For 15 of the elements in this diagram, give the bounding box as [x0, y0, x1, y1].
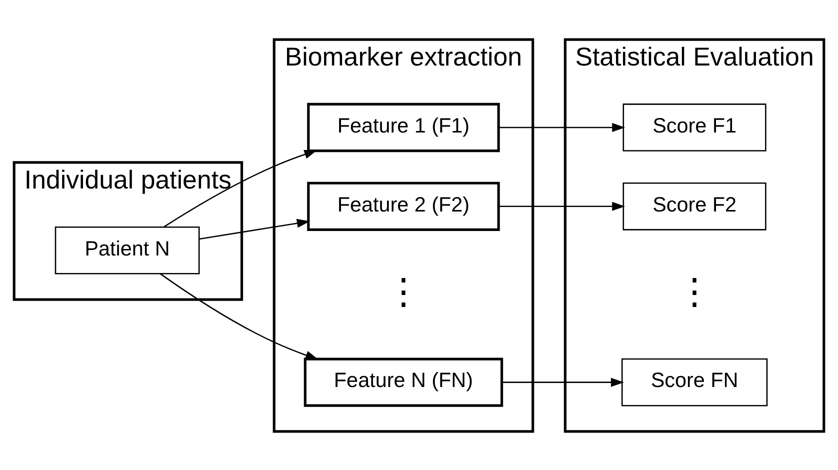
node-box: Score FN	[621, 358, 768, 406]
label: ⋮	[385, 270, 422, 311]
node-box: Feature 2 (F2)	[307, 181, 500, 230]
label: ⋮	[676, 270, 713, 311]
arrow	[498, 201, 626, 210]
node-box: Feature N (FN)	[304, 357, 504, 406]
node-box: Feature 1 (F1)	[307, 102, 500, 152]
arrow	[199, 218, 310, 240]
arrow	[164, 150, 318, 227]
arrow	[160, 272, 318, 360]
arrow	[498, 122, 626, 132]
node-box: Score F1	[622, 103, 766, 151]
arrow	[502, 377, 624, 386]
node-box: Patient N	[54, 226, 200, 274]
node-box: Score F2	[622, 182, 766, 230]
